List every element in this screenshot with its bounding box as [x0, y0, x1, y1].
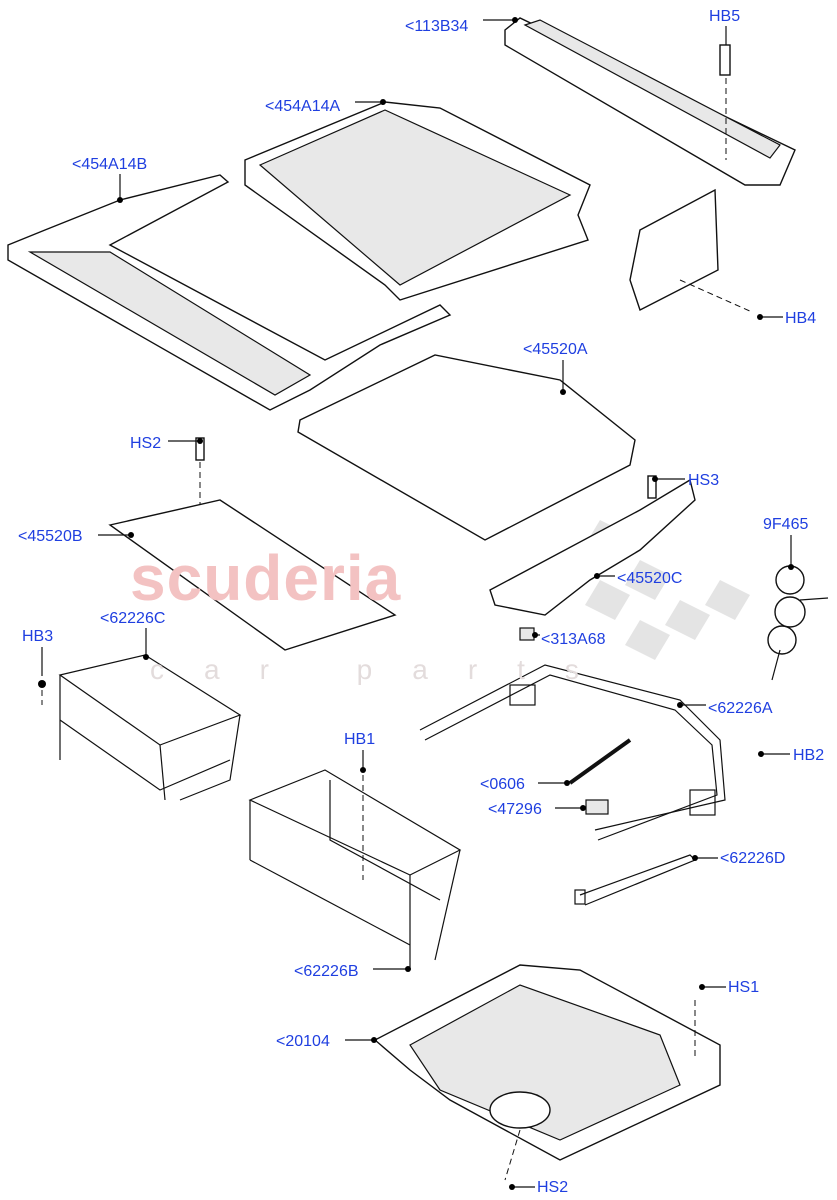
callout-hs2-bottom[interactable]: HS2 [537, 1179, 569, 1196]
callout-45520a[interactable]: <45520A [523, 341, 588, 358]
callout-hs1[interactable]: HS1 [728, 979, 760, 996]
callout-62226a[interactable]: <62226A [708, 700, 773, 717]
part-hb5-clip [719, 44, 731, 160]
part-hs2-screw [195, 437, 205, 505]
callout-62226d[interactable]: <62226D [720, 850, 786, 867]
callout-hb1[interactable]: HB1 [344, 731, 376, 748]
callout-hs3[interactable]: HS3 [688, 472, 720, 489]
callout-62226b[interactable]: <62226B [294, 963, 359, 980]
callout-454a14b[interactable]: <454A14B [72, 156, 148, 173]
callout-hb3[interactable]: HB3 [22, 628, 54, 645]
part-313a68-bracket [519, 627, 535, 641]
part-hs3-screw [647, 475, 657, 499]
part-62226a-rail [419, 664, 726, 841]
watermark-subtitle: car parts [150, 654, 619, 685]
part-62226d-rail [574, 854, 697, 906]
part-9f465-keys [767, 565, 829, 681]
callout-62226c[interactable]: <62226C [100, 610, 166, 627]
part-454a14a-load-floor [244, 101, 591, 301]
watermark-logo: scuderia [130, 542, 402, 614]
callout-113b34[interactable]: <113B34 [405, 18, 469, 35]
part-47296-bracket [585, 799, 609, 815]
leader-lines [38, 17, 794, 1190]
callout-hb5[interactable]: HB5 [709, 8, 741, 25]
part-45520b-panel [108, 499, 397, 651]
callout-20104[interactable]: <20104 [276, 1033, 330, 1050]
part-454a14b-floor-panel [7, 174, 452, 411]
part-62226b-frame [248, 769, 462, 970]
callout-47296[interactable]: <47296 [488, 801, 542, 818]
callout-hb4[interactable]: HB4 [785, 310, 817, 327]
callout-hs2-top[interactable]: HS2 [130, 435, 162, 452]
callout-454a14a[interactable]: <454A14A [265, 98, 341, 115]
part-45520a-mat [297, 354, 636, 541]
part-62226c-frame [58, 654, 242, 801]
part-45520c-panel [489, 478, 696, 616]
callout-9f465[interactable]: 9F465 [763, 516, 809, 533]
part-113b34-panel [504, 17, 796, 186]
callout-0606[interactable]: <0606 [480, 776, 525, 793]
callout-45520c[interactable]: <45520C [617, 570, 683, 587]
callout-hb2[interactable]: HB2 [793, 747, 825, 764]
callout-313a68[interactable]: <313A68 [541, 631, 606, 648]
callout-45520b[interactable]: <45520B [18, 528, 83, 545]
part-0606-gas-strut [568, 738, 632, 785]
part-side-trim [629, 188, 719, 311]
part-20104-spare-wheel-tub [373, 964, 721, 1161]
